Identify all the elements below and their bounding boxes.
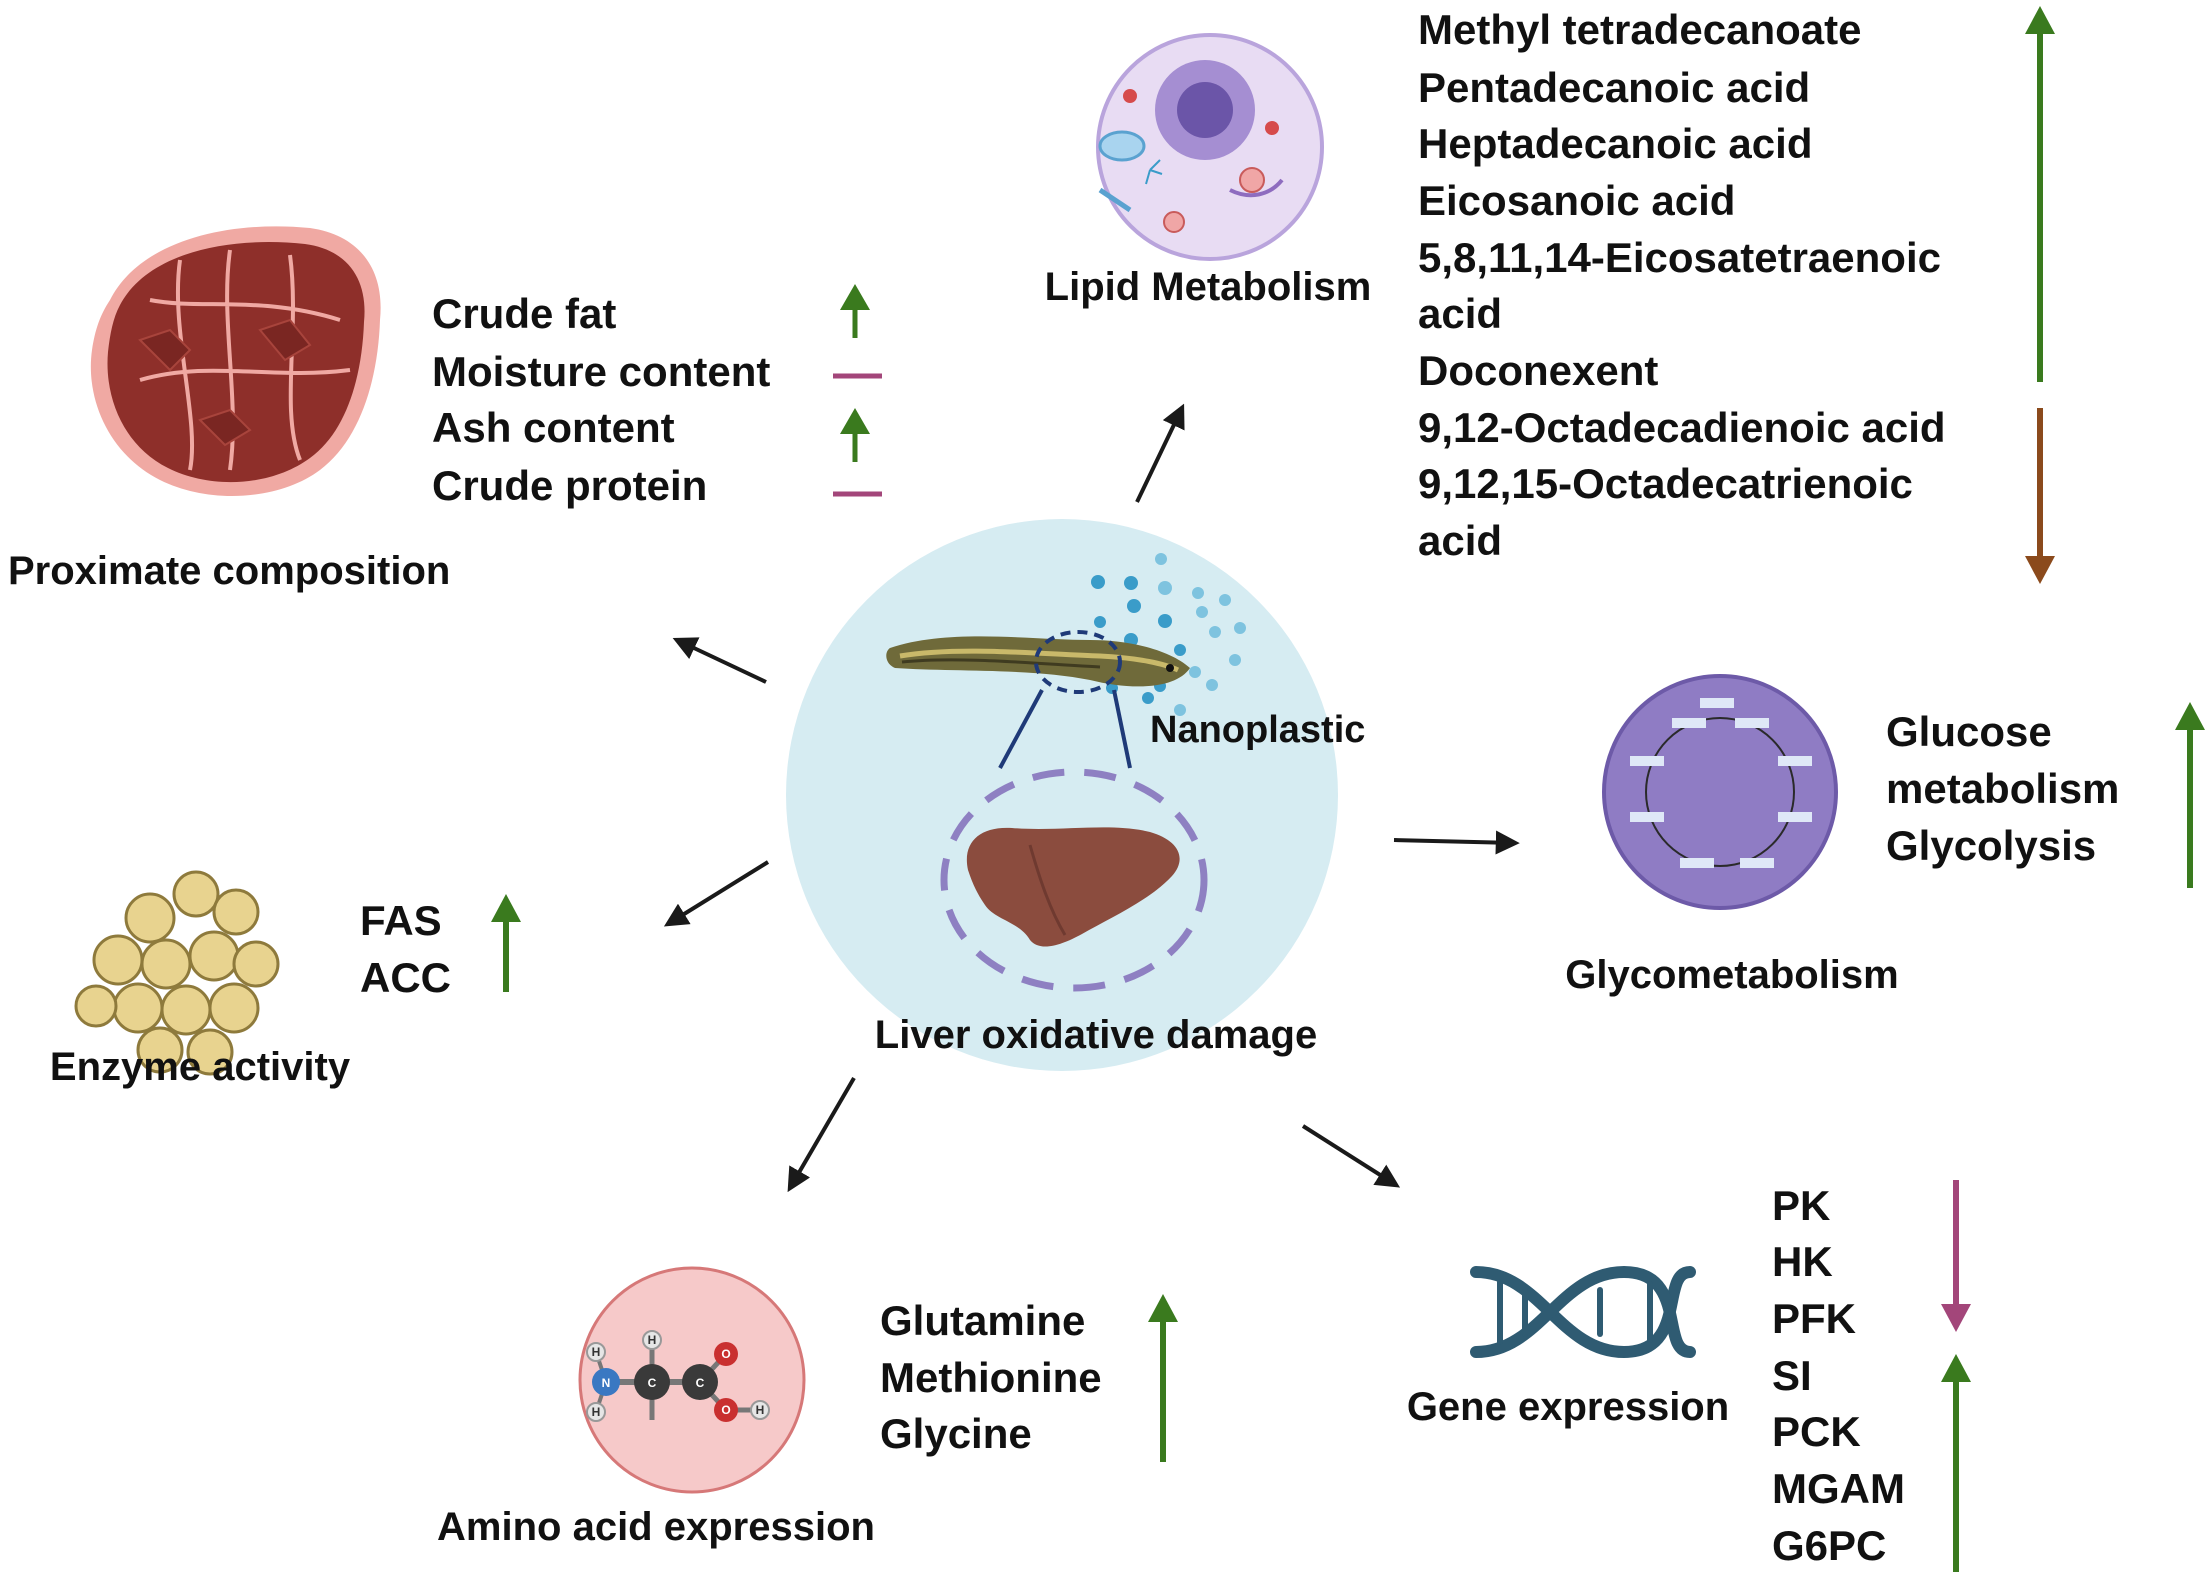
lipid-title: Lipid Metabolism bbox=[1045, 265, 1372, 309]
amino-line-2: Glycine bbox=[880, 1410, 1032, 1457]
cell-icon bbox=[1096, 33, 1324, 261]
center-label: Liver oxidative damage bbox=[875, 1013, 1317, 1057]
gene-line-5: MGAM bbox=[1772, 1465, 1905, 1512]
atom-label-n: N bbox=[602, 1376, 611, 1390]
gene-line-2: PFK bbox=[1772, 1295, 1856, 1342]
center-circle bbox=[786, 519, 1338, 1071]
atom-h-3 bbox=[642, 1330, 662, 1350]
arrow-to-proximate bbox=[672, 637, 767, 684]
proximate-item-3: Crude protein bbox=[432, 462, 707, 509]
glyco-line-2: Glycolysis bbox=[1886, 822, 2096, 869]
lipid-line-9: acid bbox=[1418, 517, 1502, 564]
atom-n bbox=[592, 1368, 620, 1396]
gene-title: Gene expression bbox=[1407, 1385, 1729, 1429]
enzyme-section: FAS ACC Enzyme activity bbox=[50, 870, 521, 1089]
atom-o-1 bbox=[714, 1342, 738, 1366]
up-arrow-icon bbox=[2175, 702, 2205, 888]
glyco-line-0: Glucose bbox=[1886, 708, 2052, 755]
adipocyte-icon bbox=[74, 870, 280, 1076]
up-arrow-icon bbox=[840, 408, 870, 462]
up-arrow-icon bbox=[1941, 1354, 1971, 1572]
atom-label-h4: H bbox=[756, 1403, 765, 1417]
dna-icon bbox=[1470, 1265, 1696, 1359]
gene-section: Gene expression PK HK PFK SI PCK MGAM G6… bbox=[1407, 1180, 1971, 1572]
proximate-item-2: Ash content bbox=[432, 404, 675, 451]
center-panel: Nanoplastic Liver oxidative damage bbox=[786, 519, 1365, 1071]
glycine-molecule-icon: H H H N C C O O H bbox=[586, 1330, 770, 1422]
up-arrow-icon bbox=[1148, 1294, 1178, 1462]
arrow-to-amino bbox=[787, 1076, 856, 1193]
atom-o-2 bbox=[714, 1398, 738, 1422]
meat-icon bbox=[90, 226, 381, 497]
gene-line-3: SI bbox=[1772, 1352, 1812, 1399]
lipid-line-0: Methyl tetradecanoate bbox=[1418, 6, 1861, 53]
gene-line-6: G6PC bbox=[1772, 1522, 1886, 1569]
zoom-line-left bbox=[998, 689, 1044, 769]
glyco-line-1: metabolism bbox=[1886, 765, 2119, 812]
lipid-line-3: Eicosanoic acid bbox=[1418, 177, 1735, 224]
atom-h-1 bbox=[586, 1342, 606, 1362]
atom-label-o2: O bbox=[721, 1403, 730, 1417]
atom-label-h3: H bbox=[648, 1333, 657, 1347]
lipid-line-6: Doconexent bbox=[1418, 347, 1658, 394]
lipid-line-8: 9,12,15-Octadecatrienoic bbox=[1418, 460, 1913, 507]
lipid-section: Lipid Metabolism Methyl tetradecanoate P… bbox=[1045, 6, 2055, 584]
arrow-to-enzyme bbox=[663, 860, 770, 927]
atom-label-c1: C bbox=[648, 1376, 657, 1390]
amino-line-0: Glutamine bbox=[880, 1297, 1085, 1344]
arrow-to-glyco bbox=[1393, 830, 1520, 855]
lipid-line-7: 9,12-Octadecadienoic acid bbox=[1418, 404, 1946, 451]
enzyme-line-0: FAS bbox=[360, 897, 442, 944]
proximate-section: Crude fat Moisture content Ash content C… bbox=[8, 226, 882, 593]
lipid-line-4: 5,8,11,14-Eicosatetraenoic bbox=[1418, 234, 1941, 281]
amino-section: H H H N C C O O H Glutamine Methionine G… bbox=[437, 1266, 1178, 1549]
atom-label-h2: H bbox=[592, 1405, 601, 1419]
zoom-line-right bbox=[1112, 689, 1132, 769]
nanoplastic-label: Nanoplastic bbox=[1150, 709, 1365, 751]
liver-icon bbox=[966, 827, 1180, 947]
down-arrow-icon bbox=[1941, 1180, 1971, 1332]
atom-label-c2: C bbox=[696, 1376, 705, 1390]
proximate-item-0: Crude fat bbox=[432, 290, 616, 337]
zoom-focus-circle bbox=[1034, 630, 1122, 694]
up-arrow-icon bbox=[2025, 6, 2055, 382]
amino-title: Amino acid expression bbox=[437, 1505, 875, 1549]
arrow-to-gene bbox=[1301, 1124, 1401, 1188]
atom-c-1 bbox=[634, 1364, 670, 1400]
atom-c-2 bbox=[682, 1364, 718, 1400]
atom-h-4 bbox=[750, 1400, 770, 1420]
enzyme-line-1: ACC bbox=[360, 954, 451, 1001]
atom-label-o1: O bbox=[721, 1347, 730, 1361]
proximate-title: Proximate composition bbox=[8, 549, 450, 593]
amino-line-1: Methionine bbox=[880, 1354, 1102, 1401]
glyco-section: Glucose metabolism Glycolysis Glycometab… bbox=[1565, 674, 2205, 997]
nanoplastic-particles bbox=[1087, 553, 1246, 716]
lipid-line-5: acid bbox=[1418, 290, 1502, 337]
center-arrows bbox=[663, 403, 1520, 1193]
glyco-title: Glycometabolism bbox=[1565, 953, 1898, 997]
krebs-cycle-icon bbox=[1602, 674, 1838, 910]
down-arrow-icon bbox=[2025, 408, 2055, 584]
enzyme-title: Enzyme activity bbox=[50, 1045, 351, 1089]
liver-zoom-ring bbox=[940, 768, 1208, 992]
gene-line-0: PK bbox=[1772, 1182, 1830, 1229]
lipid-line-1: Pentadecanoic acid bbox=[1418, 64, 1810, 111]
gene-line-1: HK bbox=[1772, 1238, 1833, 1285]
up-arrow-icon bbox=[840, 284, 870, 338]
gene-line-4: PCK bbox=[1772, 1408, 1861, 1455]
lipid-line-2: Heptadecanoic acid bbox=[1418, 120, 1812, 167]
up-arrow-icon bbox=[491, 894, 521, 992]
arrow-to-lipid bbox=[1135, 403, 1185, 503]
atom-label-h1: H bbox=[592, 1345, 601, 1359]
atom-h-2 bbox=[586, 1402, 606, 1422]
proximate-item-1: Moisture content bbox=[432, 348, 770, 395]
